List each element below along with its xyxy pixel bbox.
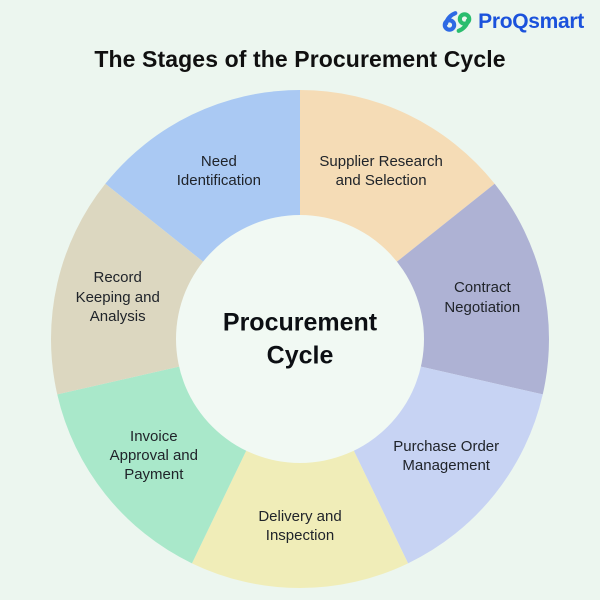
donut-hole: [176, 215, 424, 463]
proqsmart-logo: ProQsmart: [441, 9, 584, 35]
page-title: The Stages of the Procurement Cycle: [94, 46, 506, 72]
proqsmart-69-loop-icon: [442, 11, 472, 33]
logo-wordmark: ProQsmart: [478, 10, 584, 33]
donut-segment-delivery-and-inspection: [191, 339, 409, 589]
